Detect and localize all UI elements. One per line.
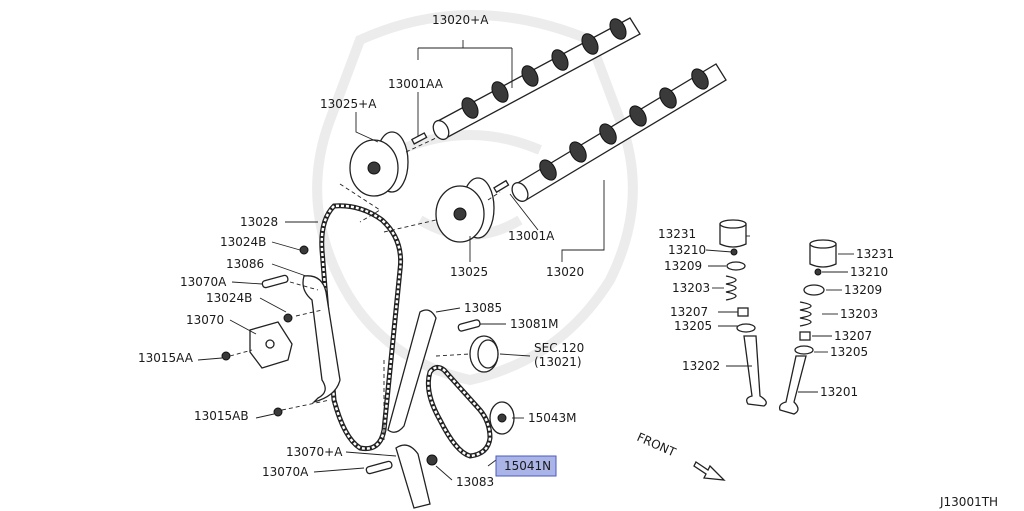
leader-lines <box>197 40 854 481</box>
label-right-13231: 13231 <box>856 247 894 261</box>
label-13015AA: 13015AA <box>138 351 194 365</box>
label-left-13209: 13209 <box>664 259 702 273</box>
label-13086: 13086 <box>226 257 264 271</box>
label-13085: 13085 <box>464 301 502 315</box>
timing-chain <box>319 203 404 452</box>
highlight-box-15041N <box>495 455 557 477</box>
label-13070A-upper: 13070A <box>180 275 227 289</box>
crank-sprocket <box>469 335 499 373</box>
label-15041N: 15041N <box>504 459 551 473</box>
camshaft-intake <box>432 17 641 141</box>
label-13083: 13083 <box>456 475 494 489</box>
labels: 13020+A 13001AA 13025+A 13028 13024B 130… <box>138 13 998 509</box>
label-13015AB: 13015AB <box>194 409 249 423</box>
label-13020A: 13020+A <box>432 13 489 27</box>
label-left-13231: 13231 <box>658 227 696 241</box>
label-right-13210: 13210 <box>850 265 888 279</box>
label-sec120-sub: (13021) <box>534 355 582 369</box>
dowel-pin-13001AA <box>411 132 428 145</box>
pin-13070A-lower <box>365 460 393 475</box>
oil-pump-sprocket-15043M <box>489 401 515 435</box>
sprocket-13025 <box>435 177 495 243</box>
chain-guide-13085 <box>387 309 437 433</box>
label-13070A-lower: 13070A <box>262 465 309 479</box>
bolt-13024B-lower <box>283 313 293 323</box>
label-15043M: 15043M <box>528 411 577 425</box>
label-13001A: 13001A <box>508 229 555 243</box>
label-13020: 13020 <box>546 265 584 279</box>
bolt-13015AB <box>273 407 283 417</box>
bolt-13015AA <box>221 351 231 361</box>
label-sec120: SEC.120 <box>534 341 584 355</box>
label-right-13207: 13207 <box>834 329 872 343</box>
camshaft-exhaust <box>511 63 727 202</box>
dowel-pin-13001A <box>493 179 510 194</box>
label-13025: 13025 <box>450 265 488 279</box>
reference-code: J13001TH <box>939 495 998 509</box>
chain-tensioner-13070 <box>249 321 293 369</box>
valve-stack-right <box>778 239 837 415</box>
label-13081M: 13081M <box>510 317 559 331</box>
label-13028: 13028 <box>240 215 278 229</box>
valve-stack-left <box>719 219 767 407</box>
label-right-13203: 13203 <box>840 307 878 321</box>
bolt-13024B-upper <box>299 245 309 255</box>
label-13024B-upper: 13024B <box>220 235 266 249</box>
label-front: FRONT <box>635 430 679 460</box>
assembly-lines <box>229 137 501 440</box>
bolt-13083 <box>426 454 438 466</box>
pin-13070A-upper <box>261 274 289 289</box>
label-13001AA: 13001AA <box>388 77 444 91</box>
label-13025A: 13025+A <box>320 97 377 111</box>
tensioner-arm <box>395 444 431 509</box>
label-right-13201: 13201 <box>820 385 858 399</box>
label-right-13209: 13209 <box>844 283 882 297</box>
front-direction-arrow <box>693 461 726 481</box>
label-left-13210: 13210 <box>668 243 706 257</box>
label-left-13205: 13205 <box>674 319 712 333</box>
label-left-13202: 13202 <box>682 359 720 373</box>
label-13024B-lower: 13024B <box>206 291 252 305</box>
sprocket-13025A <box>349 131 409 197</box>
oil-pump-chain <box>425 364 493 459</box>
label-13070: 13070 <box>186 313 224 327</box>
label-left-13203: 13203 <box>672 281 710 295</box>
chain-guide-13086 <box>302 275 341 404</box>
label-left-13207: 13207 <box>670 305 708 319</box>
pin-13081M <box>457 319 481 332</box>
label-13070plusA: 13070+A <box>286 445 343 459</box>
label-right-13205: 13205 <box>830 345 868 359</box>
